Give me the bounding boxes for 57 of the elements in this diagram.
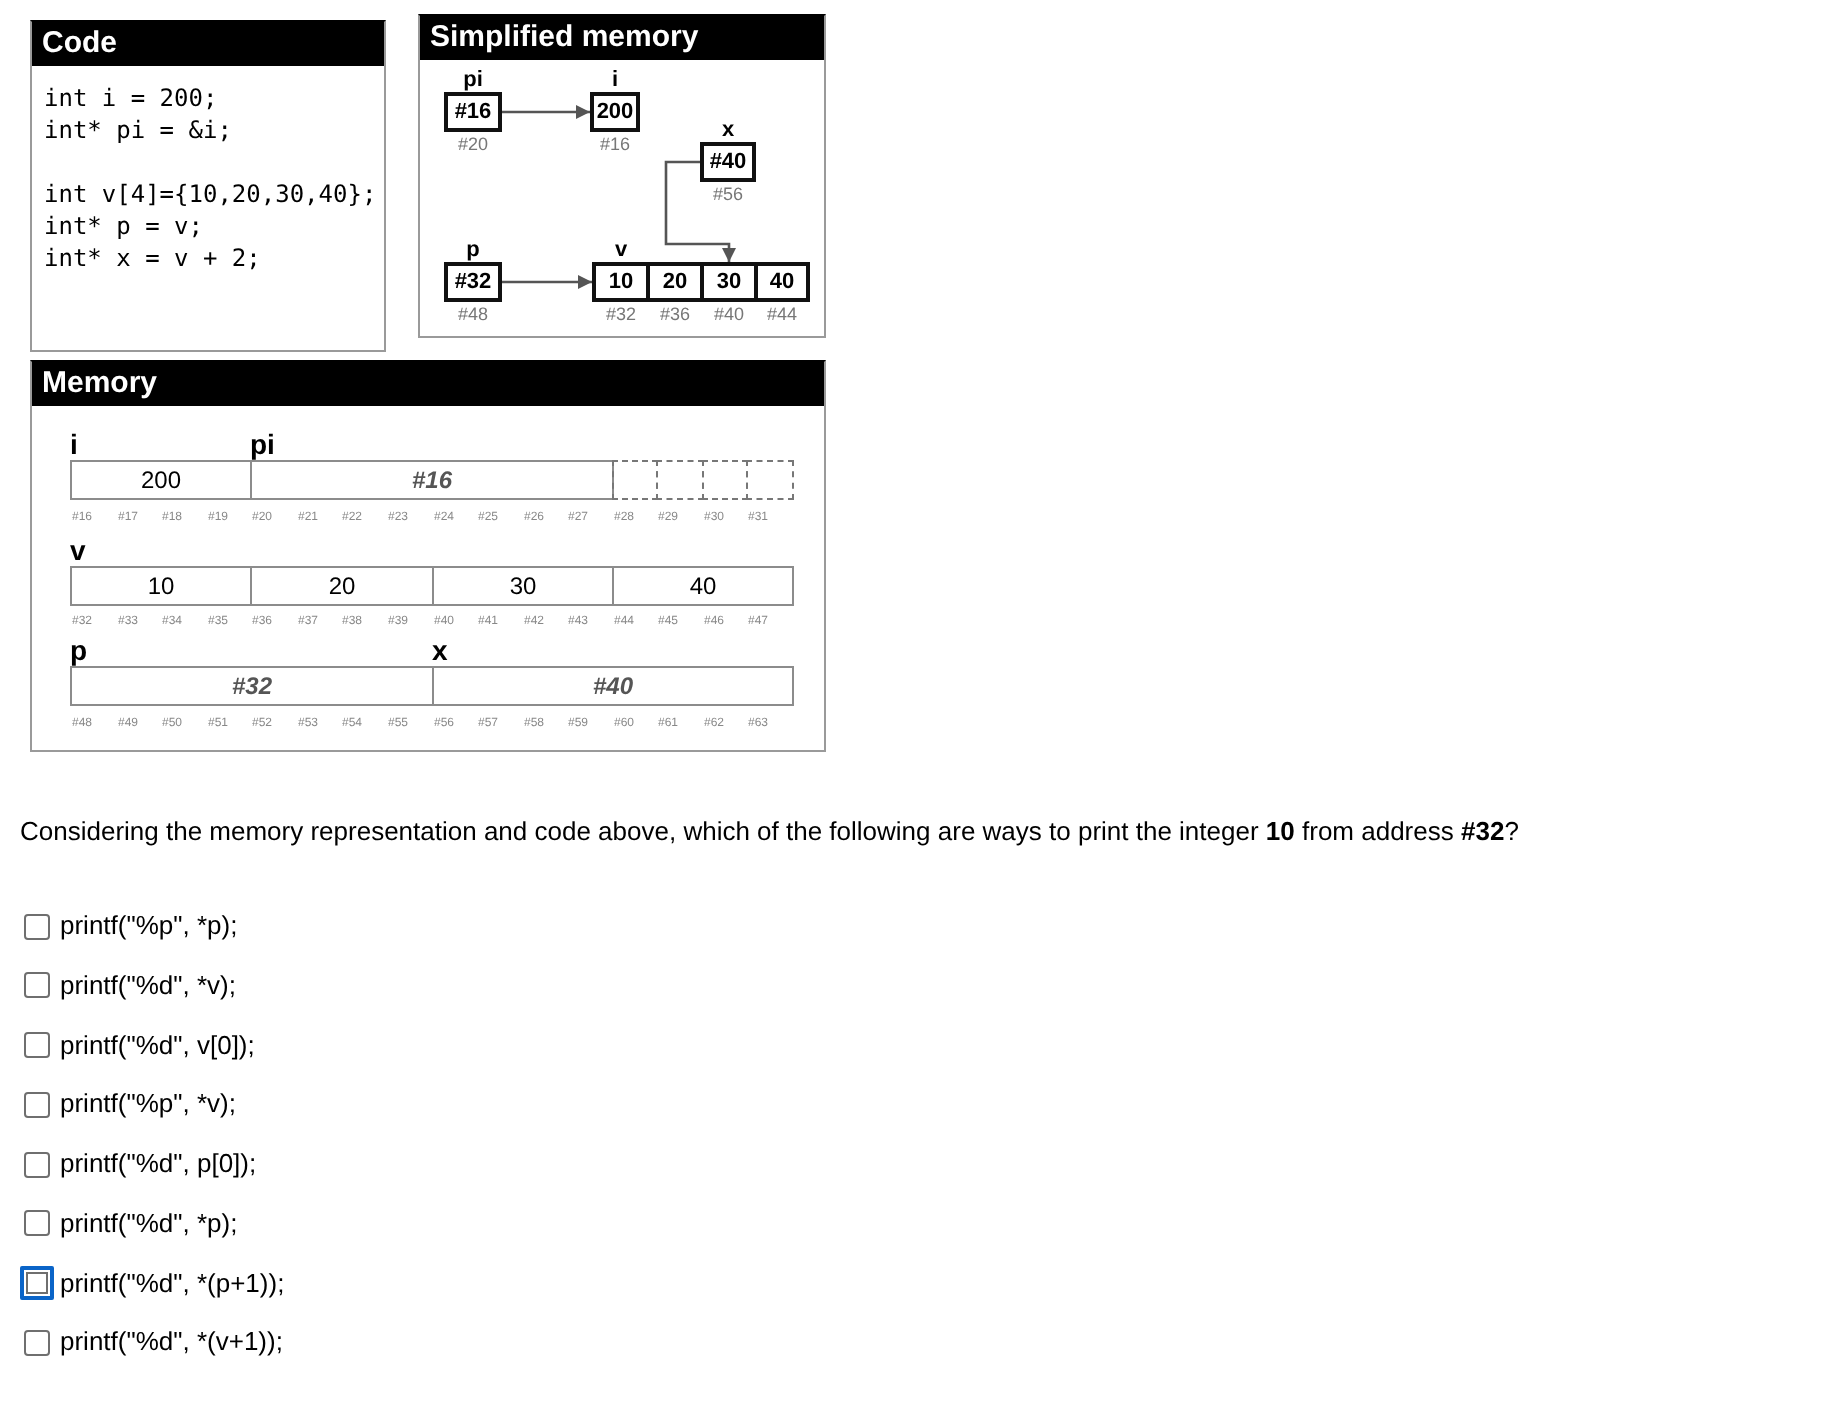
memory-cell: 30: [432, 566, 614, 606]
variable-name: i: [611, 68, 619, 92]
code-line: int i = 200;: [44, 82, 218, 114]
option-text: printf("%p", *p);: [60, 910, 238, 942]
address-label: #56: [712, 184, 744, 204]
variable-name: x: [432, 636, 448, 664]
memory-cell: 200: [590, 92, 640, 132]
memory-cell: 40: [754, 262, 810, 302]
variable-name: i: [70, 430, 78, 458]
memory-cell: #40: [432, 666, 794, 706]
memory-cell: 30: [700, 262, 758, 302]
memory-cell: #16: [444, 92, 502, 132]
variable-name: pi: [250, 430, 275, 458]
variable-name: v: [70, 536, 86, 564]
memory-cell: 40: [612, 566, 794, 606]
code-line: int v[4]={10,20,30,40};: [44, 178, 377, 210]
arrow: [664, 160, 736, 262]
memory-diagram-panel: [418, 14, 826, 338]
memory-cell: 10: [70, 566, 252, 606]
variable-name: p: [466, 238, 480, 262]
memory-cell: #16: [250, 460, 614, 500]
variable-name: x: [721, 118, 735, 142]
memory-layout-panel: [30, 360, 826, 752]
address-label: #48: [457, 304, 489, 324]
variable-name: pi: [463, 68, 483, 92]
address-label: #40: [713, 304, 745, 324]
address-label: #36: [659, 304, 691, 324]
address-label: #20: [457, 134, 489, 154]
memory-cell: 10: [592, 262, 650, 302]
option-text: printf("%d", *v);: [60, 970, 236, 1002]
arrow: [502, 105, 590, 119]
panel-title: Memory: [42, 364, 158, 404]
option-text: printf("%d", *p);: [60, 1208, 238, 1240]
code-panel: [30, 20, 386, 352]
variable-name: v: [614, 238, 628, 262]
address-label: #16: [599, 134, 631, 154]
code-line: int* p = v;: [44, 210, 203, 242]
memory-cell: 20: [250, 566, 434, 606]
arrow: [502, 275, 592, 289]
address-label: #32: [605, 304, 637, 324]
option-text: printf("%d", v[0]);: [60, 1030, 255, 1062]
memory-cell: #32: [444, 262, 502, 302]
memory-cell: #32: [70, 666, 434, 706]
panel-title: Code: [42, 24, 117, 64]
address-label: #44: [766, 304, 798, 324]
code-line: int* x = v + 2;: [44, 242, 261, 274]
option-text: printf("%d", *(p+1));: [60, 1268, 285, 1300]
variable-name: p: [70, 636, 88, 664]
option-text: printf("%p", *v);: [60, 1088, 236, 1120]
memory-cell: 20: [646, 262, 704, 302]
question-text: Considering the memory representation and code above, which of the following are ways to print the integer 10 from address #32?: [20, 816, 1519, 848]
code-line: int* pi = &i;: [44, 114, 232, 146]
panel-title: Simplified memory: [430, 18, 699, 58]
memory-cell: 200: [70, 460, 252, 500]
memory-cell: #40: [700, 142, 756, 182]
option-text: printf("%d", *(v+1));: [60, 1326, 283, 1358]
option-text: printf("%d", p[0]);: [60, 1148, 257, 1180]
